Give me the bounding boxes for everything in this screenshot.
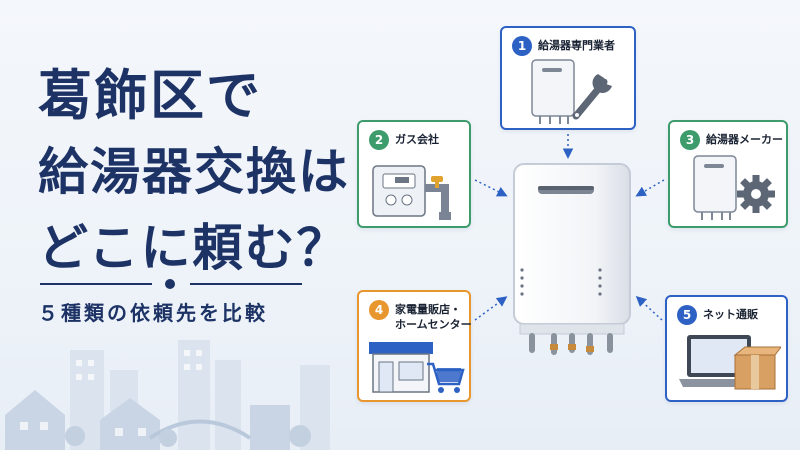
title-line-1: 葛飾区で [38,64,262,127]
gas-meter-icon [372,165,451,220]
option-label: ネット通販 [703,308,758,321]
title-line-2: 給湯器交換は [38,143,350,201]
option-card-2: 2 ガス会社 [357,120,471,228]
option-label: 給湯器メーカー [706,133,783,146]
option-card-1: 1 給湯器専門業者 [500,26,636,130]
water-heater-wrench-icon [531,59,612,124]
title-line-3: どこに頼む？ [38,219,349,277]
page-title: 葛飾区で 給湯器交換は どこに頼む？ [38,58,350,286]
water-heater-icon [513,163,631,355]
water-heater-gear-icon [693,155,775,220]
option-label-line-2: ホームセンター [395,318,472,331]
number-badge: 2 [369,130,389,150]
option-label: 給湯器専門業者 [538,39,615,52]
option-card-4: 4 家電量販店・ ホームセンター [357,290,472,402]
title-divider [40,278,302,290]
city-skyline-icon [5,340,330,450]
number-badge: 1 [512,36,532,56]
number-badge: 5 [677,305,697,325]
store-cart-icon [369,342,465,393]
option-label: ガス会社 [395,133,439,146]
option-label: 家電量販店・ ホームセンター [395,302,472,332]
laptop-package-icon [679,335,781,390]
number-badge: 4 [369,300,389,320]
option-card-3: 3 給湯器メーカー [668,120,788,228]
option-label-line-1: 家電量販店・ [395,303,461,316]
option-card-5: 5 ネット通販 [665,295,788,402]
number-badge: 3 [680,130,700,150]
subtitle: ５種類の依頼先を比較 [38,301,268,325]
